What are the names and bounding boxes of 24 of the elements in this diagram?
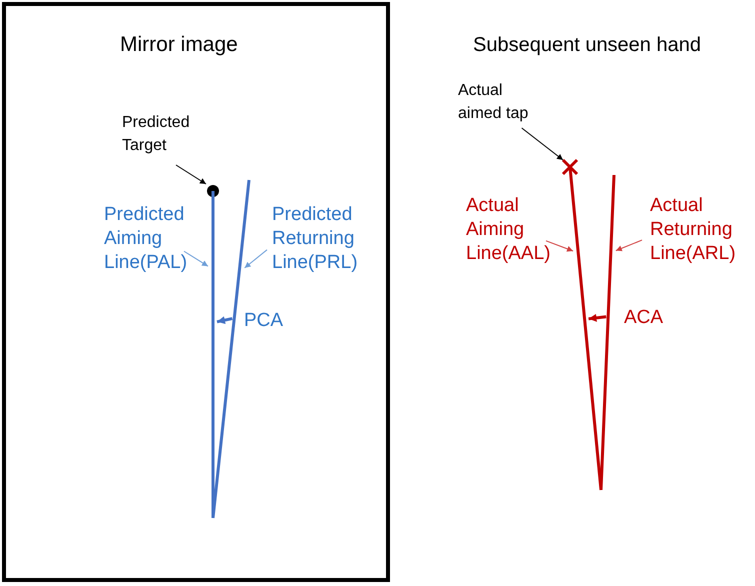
leader-line: [184, 250, 208, 267]
line-label: Predicted Aiming Line(PAL): [104, 203, 204, 275]
target-dot: [207, 185, 219, 197]
panel-title: Mirror image: [120, 33, 238, 57]
returning-line: [600, 174, 616, 490]
leader-line: [521, 128, 564, 160]
line-label: Predicted Returning Line(PRL): [272, 203, 382, 275]
panel-frame: [2, 2, 390, 582]
line-label: Actual Aiming Line(AAL): [466, 194, 566, 266]
aiming-line: [568, 166, 602, 490]
cross-mark: [562, 158, 578, 176]
aiming-line: [212, 191, 214, 518]
callout-text: Predicted Target: [122, 111, 212, 157]
panel-title: Subsequent unseen hand: [473, 33, 701, 57]
leader-line: [615, 240, 642, 252]
edge-label: PCA: [244, 309, 284, 333]
angle-arrow: [588, 314, 606, 322]
angle-arrow: [216, 316, 233, 324]
leader-line: [176, 164, 206, 184]
leader-line: [244, 249, 268, 268]
line-label: Actual Returning Line(ARL): [650, 194, 755, 266]
leader-line: [546, 240, 574, 252]
edge-label: ACA: [624, 306, 664, 330]
callout-text: Actual aimed tap: [458, 79, 543, 125]
